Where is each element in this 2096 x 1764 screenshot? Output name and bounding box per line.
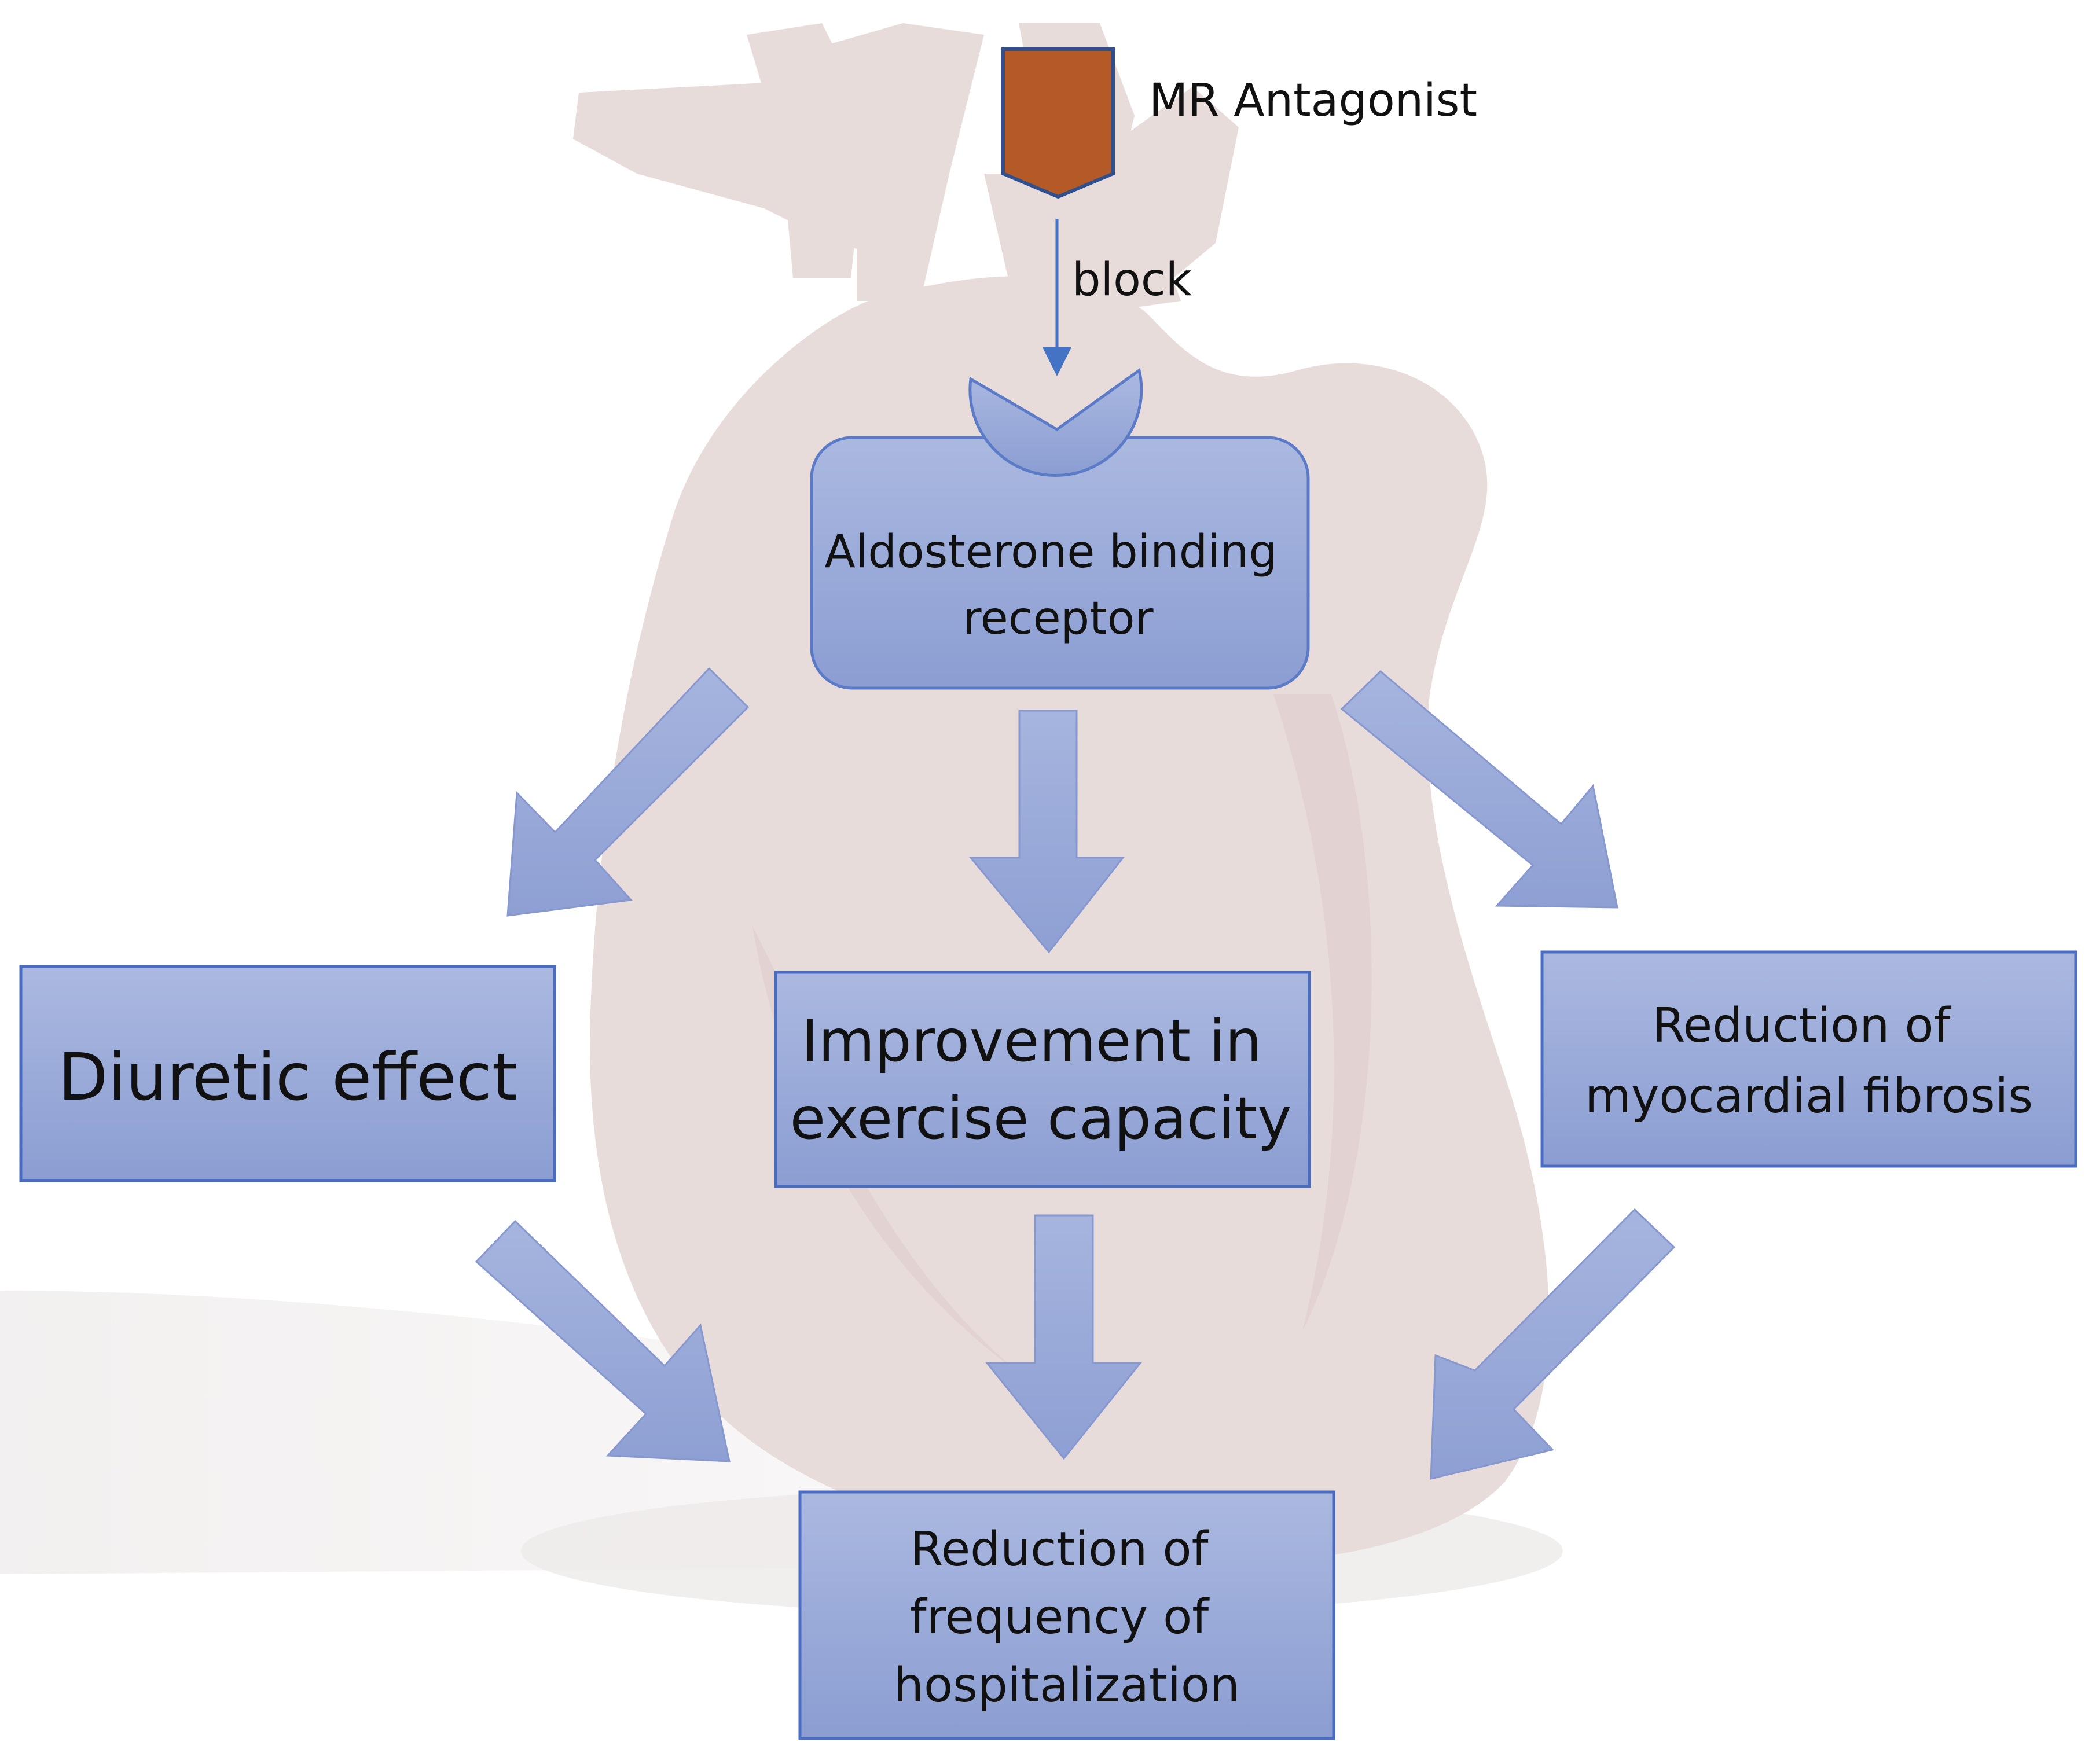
hospitalization-label: Reduction of frequency of hospitalizatio…: [894, 1522, 1240, 1713]
arrow-to-fibrosis: [1340, 670, 1618, 909]
arrows-upper: [506, 667, 1618, 954]
fibrosis-label: Reduction of myocardial fibrosis: [1585, 998, 2033, 1124]
arrow-to-exercise: [968, 710, 1125, 954]
hospitalization-box: [798, 1490, 1335, 1740]
arrow-exercise-to-hospital: [985, 1214, 1143, 1460]
diuretic-box: [19, 965, 556, 1182]
block-label: block: [1072, 254, 1192, 306]
diuretic-label: Diuretic effect: [58, 1040, 517, 1115]
exercise-box: [774, 971, 1311, 1188]
antagonist-label: MR Antagonist: [1149, 75, 1477, 127]
exercise-label: Improvement in exercise capacity: [790, 1007, 1292, 1152]
receptor-cup-icon: [968, 368, 1143, 477]
arrow-fibrosis-to-hospital: [1430, 1208, 1676, 1480]
fibrosis-box: [1540, 950, 2077, 1168]
arrow-diuretic-to-hospital: [475, 1219, 731, 1462]
arrow-to-diuretic: [506, 667, 750, 917]
arrows-lower: [475, 1208, 1676, 1480]
receptor-label: Aldosterone binding receptor: [824, 526, 1291, 645]
pentagon-drug-icon: [1001, 47, 1115, 199]
